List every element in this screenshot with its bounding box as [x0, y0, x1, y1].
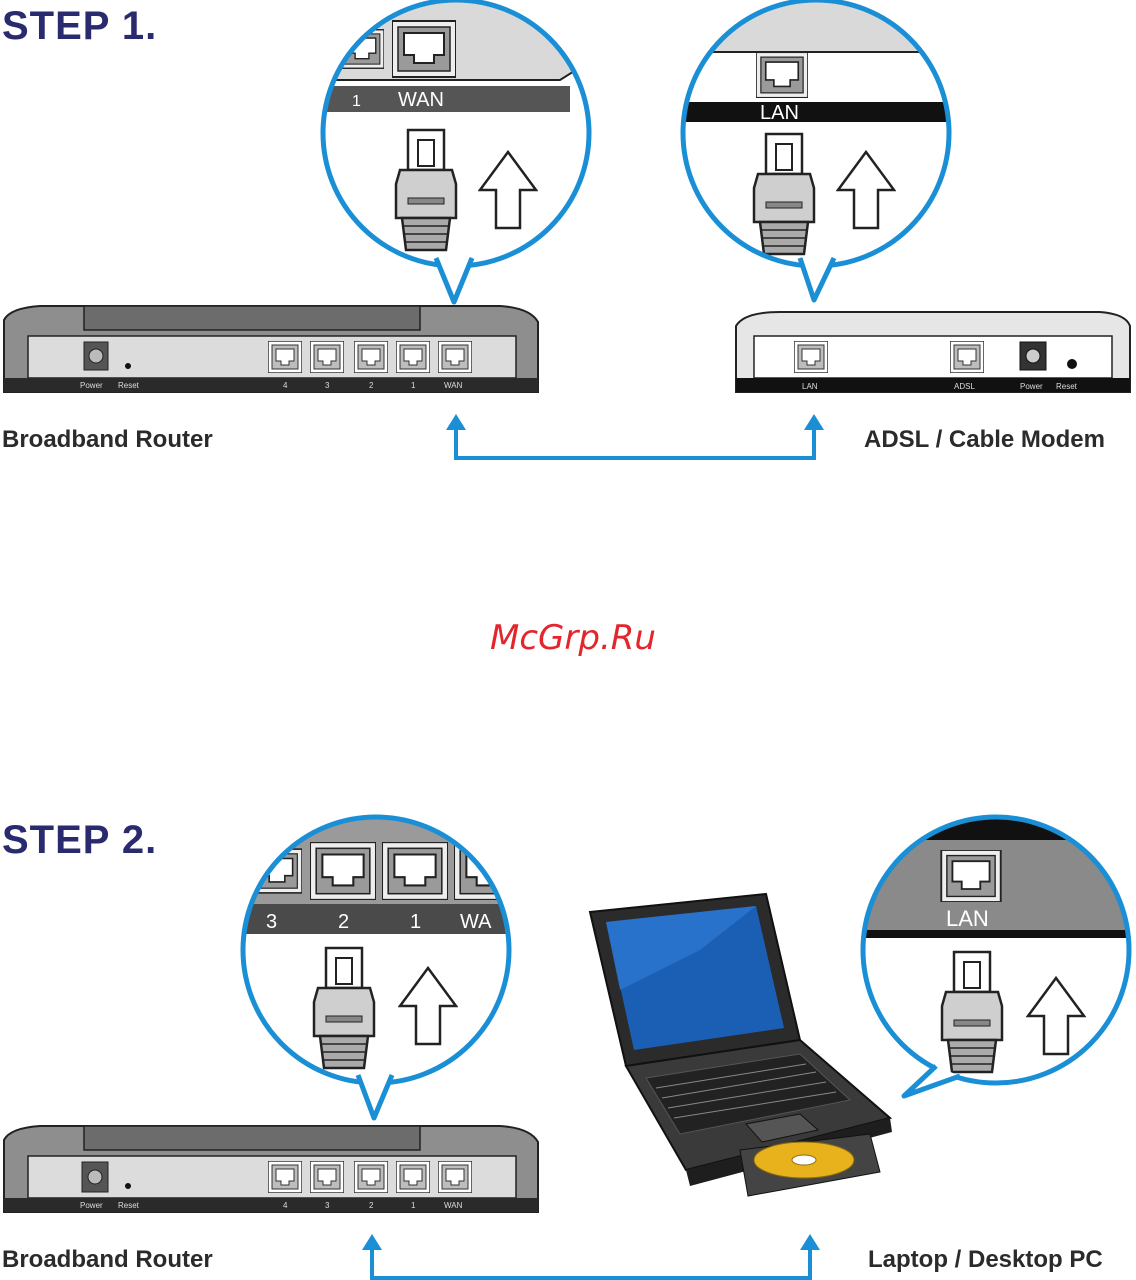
broadband-router-back-panel: Power Reset 4 3 2 1 WAN: [4, 1126, 538, 1212]
step1-title: STEP 1.: [2, 4, 157, 49]
zoom-port-label-1: 1: [352, 93, 361, 110]
port-icon: [941, 850, 1000, 902]
router-port-label: WAN: [444, 381, 463, 390]
lan-port-2-icon: [354, 1161, 388, 1193]
lan-port-2-icon: [354, 341, 388, 373]
router-power-label: Power: [80, 1201, 103, 1210]
connection-line-step1: [446, 414, 824, 458]
modem-lan-label: LAN: [802, 382, 818, 391]
router-port-label: 3: [325, 381, 330, 390]
wan-port-icon: [438, 1161, 472, 1193]
zoom-bubble-modem-lan: LAN: [680, 0, 952, 300]
step2-pc-caption: Laptop / Desktop PC: [868, 1246, 1103, 1274]
lan-port-3-icon: [310, 341, 344, 373]
lan-port-1-icon: [396, 341, 430, 373]
port-icon: [310, 842, 376, 900]
zoom-port-label-1: 1: [410, 911, 421, 933]
modem-power-label: Power: [1020, 382, 1043, 391]
broadband-router-back-panel: Power Reset 4 3 2 1 WAN: [4, 306, 538, 392]
wan-port-icon: [438, 341, 472, 373]
router-power-label: Power: [80, 381, 103, 390]
watermark: McGrp.Ru: [0, 618, 1136, 658]
zoom-bubble-router-lan: 3 2 1 WA: [240, 814, 520, 1118]
router-port-label: 1: [411, 381, 416, 390]
modem-reset-label: Reset: [1056, 382, 1078, 391]
zoom-port-label-wan: WA: [460, 911, 492, 933]
router-port-label: 4: [283, 1201, 288, 1210]
router-port-label: 1: [411, 1201, 416, 1210]
router-reset-label: Reset: [118, 1201, 140, 1210]
zoom-port-label-2: 2: [338, 911, 349, 933]
port-icon: [392, 21, 456, 77]
step2-router-caption: Broadband Router: [2, 1246, 213, 1274]
zoom-bubble-router-wan: 1 WAN: [320, 0, 592, 302]
port-icon: [382, 842, 448, 900]
router-port-label: WAN: [444, 1201, 463, 1210]
router-port-label: 2: [369, 381, 374, 390]
zoom-port-label-lan: LAN: [946, 906, 989, 931]
zoom-port-label-lan: LAN: [760, 102, 799, 124]
zoom-port-label-3: 3: [266, 911, 277, 933]
port-icon: [756, 52, 808, 98]
lan-port-4-icon: [268, 341, 302, 373]
step1-router-caption: Broadband Router: [2, 426, 213, 454]
modem-lan-port-icon: [794, 341, 828, 373]
modem-adsl-port-icon: [950, 341, 984, 373]
lan-port-4-icon: [268, 1161, 302, 1193]
router-port-label: 4: [283, 381, 288, 390]
step1-modem-caption: ADSL / Cable Modem: [864, 426, 1105, 454]
modem-adsl-label: ADSL: [954, 382, 975, 391]
zoom-bubble-pc-lan: LAN: [860, 814, 1132, 1096]
router-port-label: 2: [369, 1201, 374, 1210]
router-reset-label: Reset: [118, 381, 140, 390]
adsl-modem-back-panel: LAN ADSL Power Reset: [736, 312, 1130, 392]
zoom-port-label-wan: WAN: [398, 89, 444, 111]
lan-port-3-icon: [310, 1161, 344, 1193]
lan-port-1-icon: [396, 1161, 430, 1193]
laptop-icon: [590, 894, 892, 1196]
connection-line-step2: [362, 1234, 820, 1278]
router-port-label: 3: [325, 1201, 330, 1210]
step2-title: STEP 2.: [2, 818, 157, 863]
